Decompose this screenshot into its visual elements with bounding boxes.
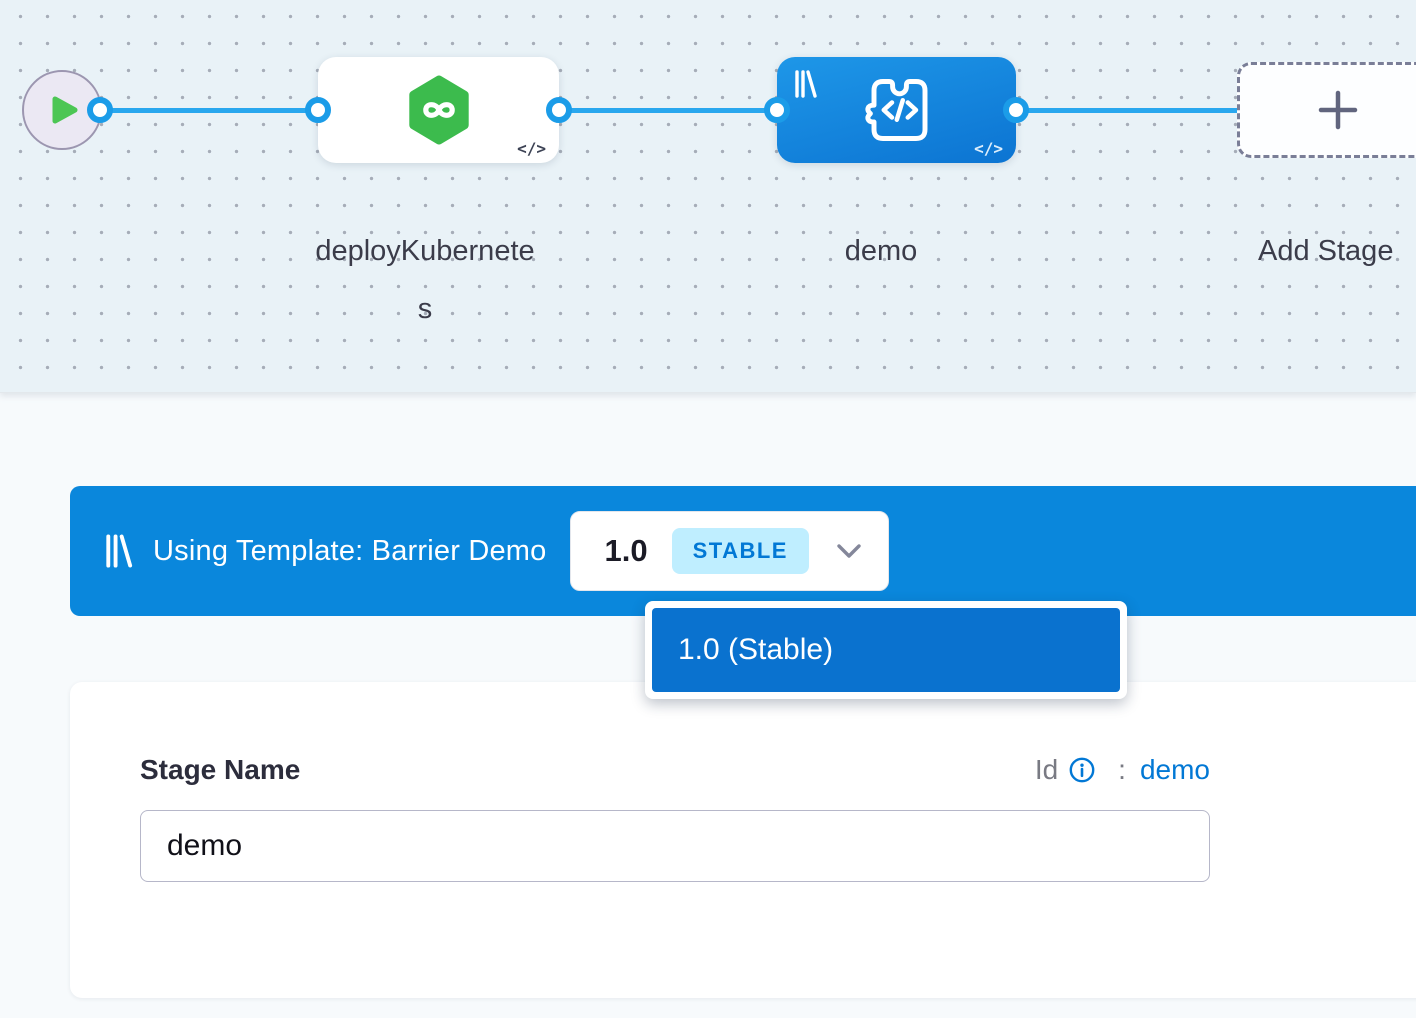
stage-id-row: Id : demo	[1035, 754, 1210, 786]
custom-stage-icon	[847, 77, 943, 143]
edge-start-to-deploy	[100, 108, 318, 113]
version-option-1-0-stable[interactable]: 1.0 (Stable)	[652, 608, 1120, 692]
template-library-icon	[793, 70, 817, 98]
stage-name-input[interactable]	[140, 810, 1210, 882]
edge-demo-to-addstage	[1016, 108, 1237, 113]
version-stable-badge: STABLE	[672, 528, 809, 574]
connector-deploy-in[interactable]	[305, 97, 331, 123]
stage-node-deploykubernetes[interactable]: </>	[318, 57, 559, 163]
add-stage-button[interactable]	[1237, 62, 1416, 158]
add-stage-label: Add Stage	[1258, 222, 1416, 280]
connector-deploy-out[interactable]	[546, 97, 572, 123]
stage-name-label: Stage Name	[140, 754, 300, 786]
id-colon: :	[1118, 754, 1126, 786]
using-template-banner: Using Template: Barrier Demo 1.0 STABLE	[70, 486, 1416, 616]
version-dropdown-menu: 1.0 (Stable)	[645, 601, 1127, 699]
stage-label-deploykubernetes: deployKubernetes	[315, 222, 535, 338]
play-icon	[52, 96, 78, 124]
stage-id-value: demo	[1140, 754, 1210, 786]
template-version-selector[interactable]: 1.0 STABLE	[570, 511, 889, 591]
connector-demo-in[interactable]	[764, 97, 790, 123]
yaml-code-badge: </>	[517, 139, 546, 158]
template-version-value: 1.0	[605, 533, 648, 569]
chevron-down-icon	[836, 543, 862, 559]
template-library-icon	[103, 534, 133, 568]
stage-label-demo: demo	[781, 222, 981, 280]
info-icon[interactable]	[1068, 756, 1096, 784]
plus-icon	[1316, 88, 1360, 132]
using-template-text: Using Template: Barrier Demo	[153, 535, 547, 568]
connector-demo-out[interactable]	[1003, 97, 1029, 123]
stage-node-demo[interactable]: </>	[777, 57, 1016, 163]
pipeline-canvas[interactable]: </> </> deployKubern	[0, 0, 1416, 393]
id-label: Id	[1035, 754, 1058, 786]
yaml-code-badge: </>	[974, 139, 1003, 158]
edge-deploy-to-demo	[559, 108, 777, 113]
cd-hexagon-infinity-icon	[406, 74, 472, 146]
connector-start-out[interactable]	[87, 97, 113, 123]
stage-overview-panel: Stage Name Id : demo	[70, 682, 1416, 998]
